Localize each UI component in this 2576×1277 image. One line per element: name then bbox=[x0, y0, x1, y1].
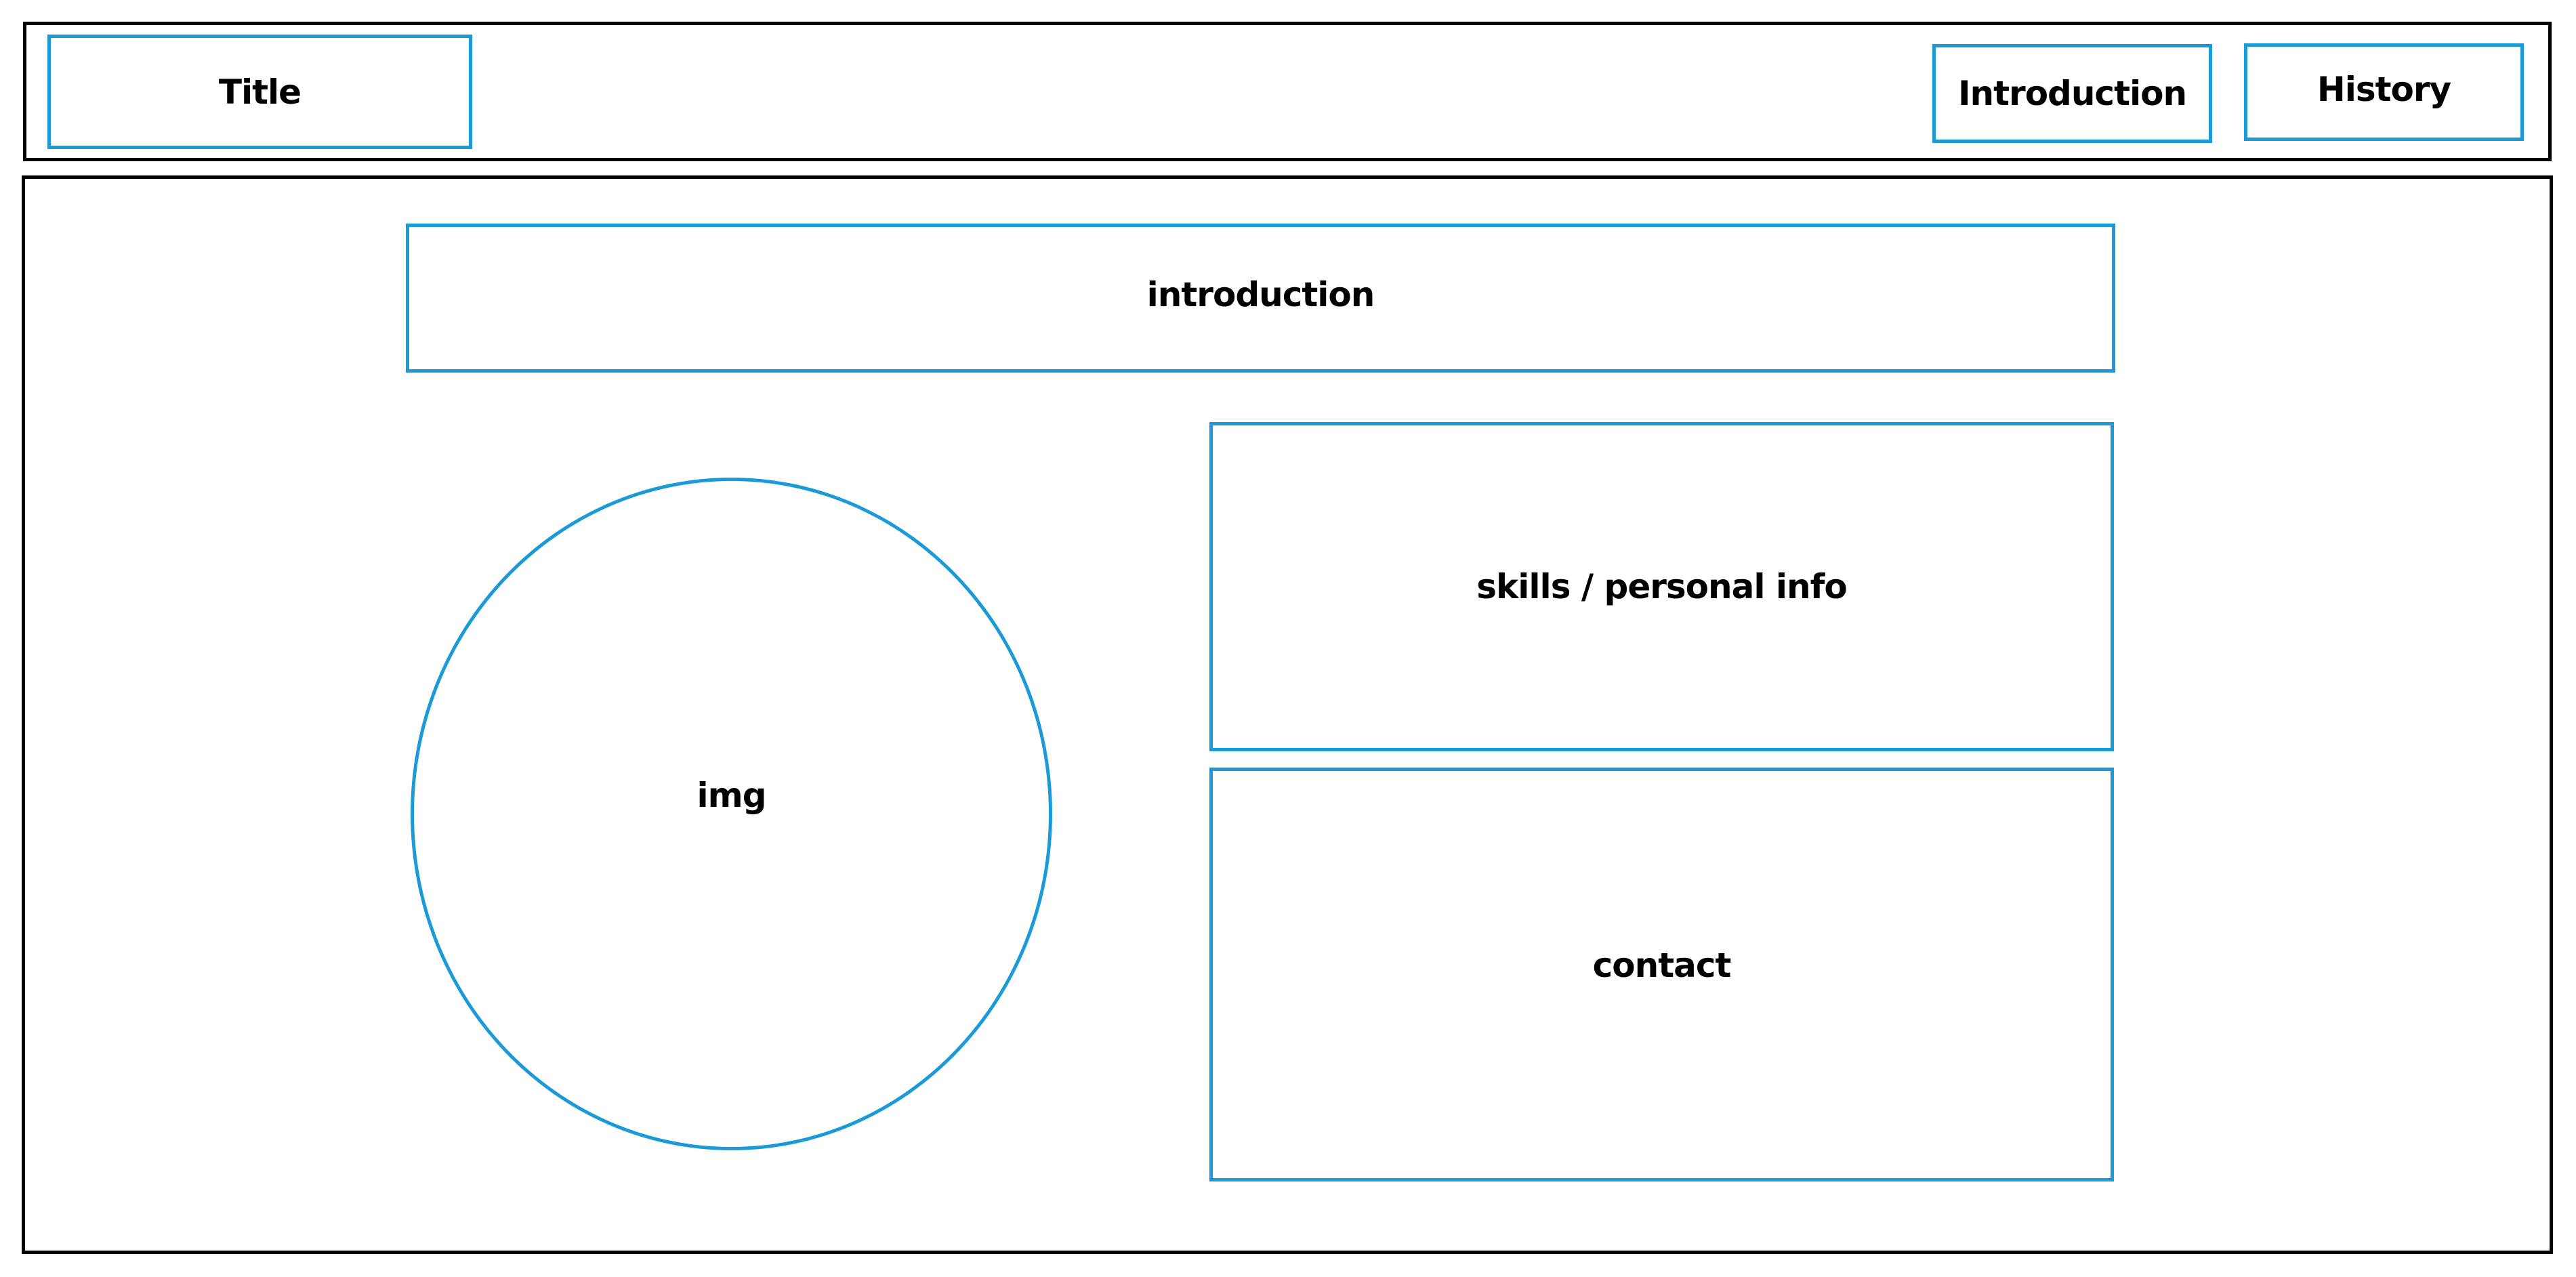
nav-introduction-button[interactable]: Introduction bbox=[1932, 44, 2212, 143]
site-title-text: Title bbox=[218, 72, 302, 112]
skills-personal-info-label: skills / personal info bbox=[1476, 567, 1847, 606]
nav-history-label: History bbox=[2317, 70, 2451, 109]
profile-image-placeholder: img bbox=[411, 478, 1052, 1150]
contact-section-label: contact bbox=[1592, 945, 1732, 985]
introduction-section-label: introduction bbox=[1146, 275, 1375, 314]
nav-history-button[interactable]: History bbox=[2244, 43, 2524, 141]
skills-personal-info-section: skills / personal info bbox=[1209, 422, 2114, 751]
introduction-section: introduction bbox=[406, 224, 2115, 373]
header-frame bbox=[23, 22, 2552, 161]
contact-section: contact bbox=[1209, 768, 2114, 1181]
nav-introduction-label: Introduction bbox=[1957, 74, 2187, 113]
profile-image-label: img bbox=[697, 775, 766, 815]
site-title[interactable]: Title bbox=[47, 35, 472, 149]
main-content-frame bbox=[22, 175, 2553, 1254]
